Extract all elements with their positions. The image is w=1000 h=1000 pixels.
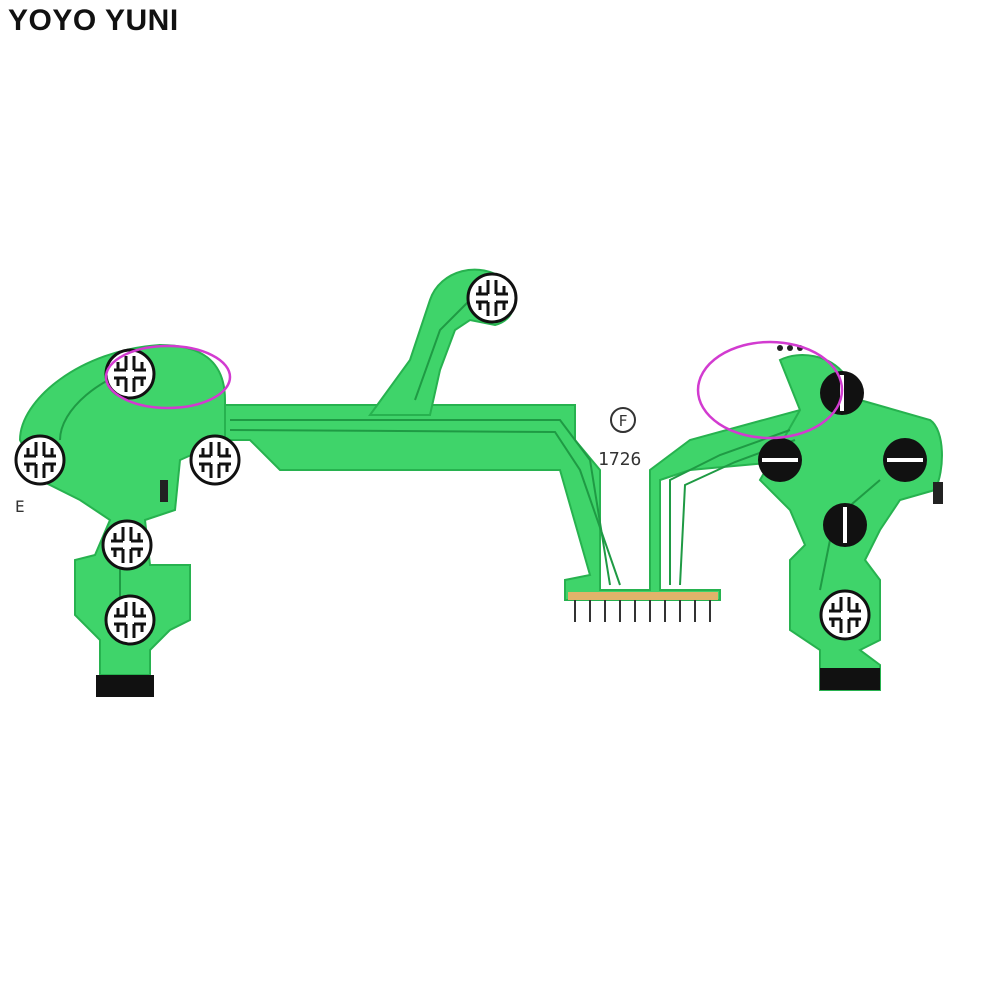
circuit-traces <box>59 299 881 641</box>
side-marker-label: E <box>15 497 25 516</box>
button-pad-right <box>883 438 927 482</box>
highlight-ellipse-left <box>104 344 232 410</box>
contact-pad-l3 <box>189 434 241 486</box>
highlight-ellipse-right <box>696 340 844 440</box>
contact-pad-top <box>466 272 518 324</box>
contact-pad-l2 <box>14 434 66 486</box>
manufacturer-logo: F <box>610 407 636 433</box>
contact-pad-l4 <box>101 519 153 571</box>
left-small-tab <box>160 480 168 502</box>
right-small-tab <box>933 482 943 504</box>
contact-pad-r-bottom <box>819 589 871 641</box>
button-pad-left <box>758 438 802 482</box>
button-pad-bottom <box>823 503 867 547</box>
flex-substrate <box>18 268 943 691</box>
connector-gold-contacts <box>568 592 718 600</box>
contact-pad-l5 <box>104 594 156 646</box>
svg-text:F: F <box>618 412 627 430</box>
connector-pins <box>574 598 711 622</box>
part-number-label: 1726 <box>598 449 641 470</box>
right-end-tab <box>820 668 880 690</box>
watermark-text: YOYO YUNI <box>8 4 179 37</box>
left-end-tab <box>96 675 154 697</box>
